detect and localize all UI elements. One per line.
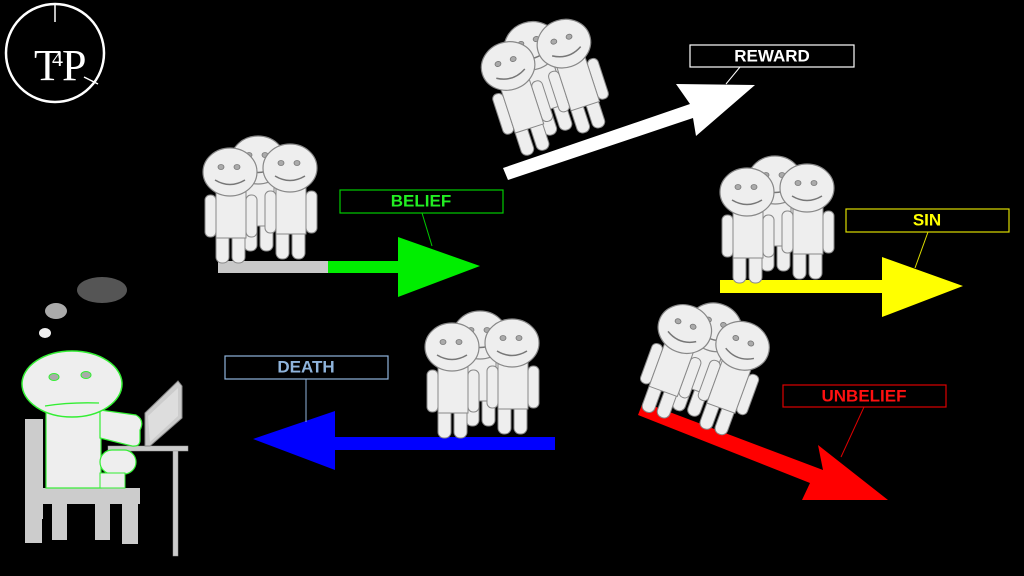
belief-label-box — [339, 189, 504, 214]
sin-path: SIN — [720, 156, 1010, 317]
thinker-lower-arm — [99, 449, 137, 475]
logo-letter-p: P — [62, 41, 86, 90]
unbelief-label: UNBELIEF — [822, 386, 907, 405]
sin-callout-line — [914, 231, 929, 269]
belief-path: BELIEF — [203, 136, 504, 297]
death-path: DEATH — [224, 311, 555, 470]
sin-arrow — [720, 257, 963, 317]
unbelief-figure-group — [628, 286, 779, 444]
reward-callout-line — [725, 66, 741, 85]
chair — [25, 419, 140, 544]
t4p-logo: T 4 P — [4, 2, 106, 104]
sin-figure-group — [720, 156, 834, 283]
belief-arrow — [328, 237, 480, 297]
thinker-eye-right — [80, 371, 92, 379]
belief-label: BELIEF — [391, 191, 451, 210]
logo-letter-t: T — [34, 41, 61, 90]
logo-tick-bottom — [83, 76, 99, 85]
unbelief-label-box — [782, 384, 947, 408]
thinker-mouth — [44, 402, 100, 407]
death-arrow — [253, 411, 555, 470]
reward-label-box — [689, 44, 855, 68]
thinker-body — [45, 409, 102, 489]
death-label: DEATH — [277, 357, 334, 376]
unbelief-callout-line — [840, 406, 865, 458]
belief-arrow-start — [218, 261, 328, 273]
reward-arrow — [503, 84, 755, 180]
thought-bubble-large — [77, 277, 127, 303]
unbelief-path: UNBELIEF — [628, 286, 947, 500]
thinker-lap — [99, 472, 126, 489]
thinker-upper-arm — [99, 409, 143, 447]
sin-label-box — [845, 208, 1010, 233]
unbelief-arrow — [638, 402, 888, 500]
belief-figure-group — [203, 136, 317, 263]
sin-label: SIN — [913, 210, 941, 229]
laptop-icon — [144, 380, 183, 447]
belief-callout-line — [421, 212, 433, 247]
logo-digit-4: 4 — [52, 46, 63, 71]
thought-bubble-medium — [45, 303, 67, 319]
thought-bubble-small — [39, 328, 51, 338]
death-label-box — [224, 355, 389, 380]
reward-label: REWARD — [734, 46, 810, 65]
thinker-scene — [21, 277, 189, 557]
thinker-head — [21, 350, 123, 418]
death-figure-group — [425, 311, 539, 438]
reward-path: REWARD — [471, 5, 855, 180]
thinker-eye-left — [48, 373, 60, 381]
